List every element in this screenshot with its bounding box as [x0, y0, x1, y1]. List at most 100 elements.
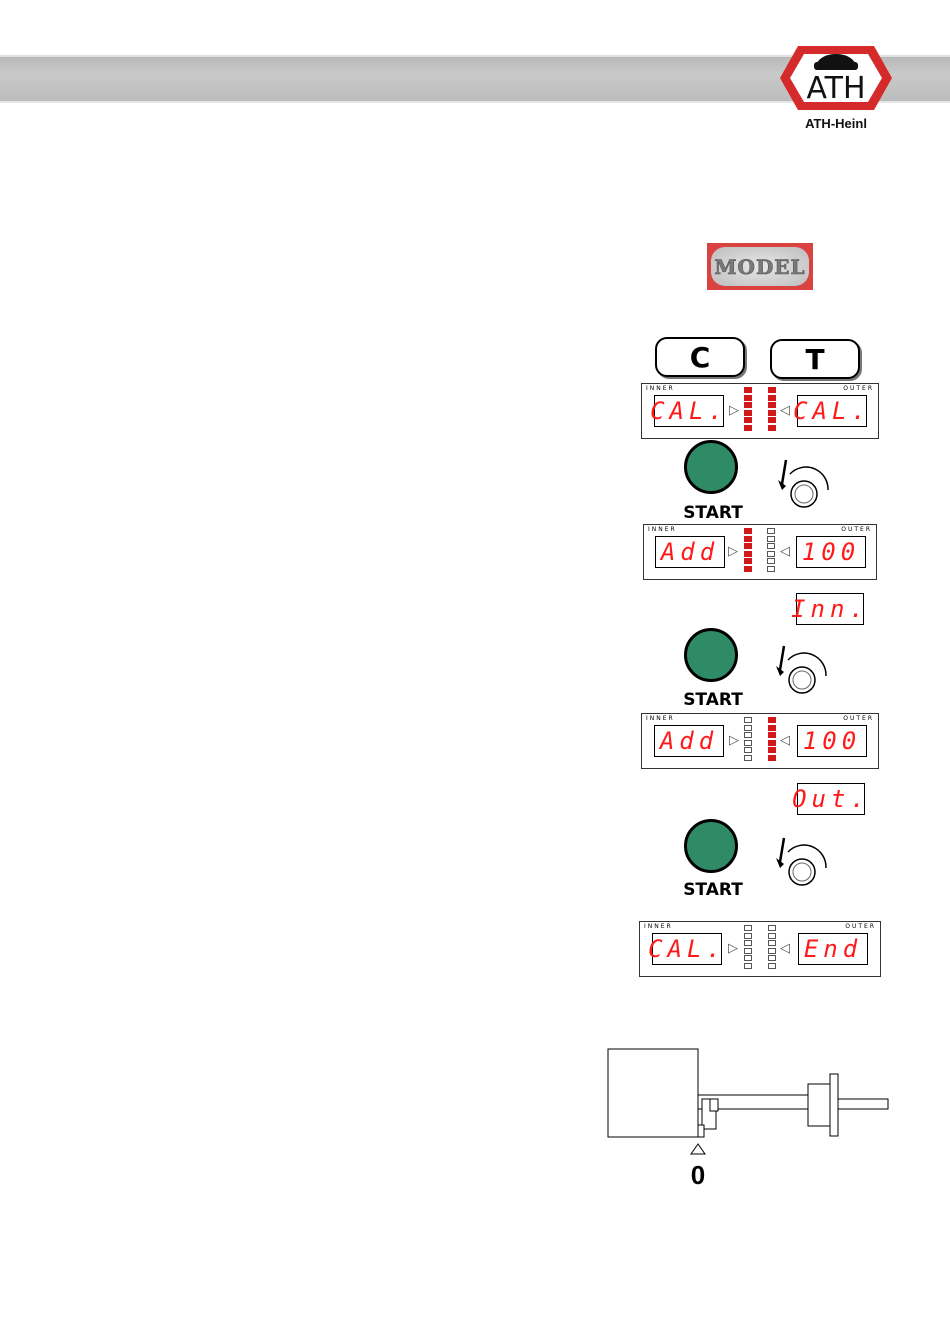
- t-key[interactable]: T: [770, 339, 860, 379]
- outer-position-display: Out.: [797, 783, 865, 815]
- outer-display: CAL.: [797, 395, 867, 427]
- led-unlit: [767, 558, 775, 564]
- outer-arrow-icon: ◁: [780, 734, 790, 747]
- inner-label: INNER: [646, 715, 675, 722]
- led-lit: [768, 717, 776, 723]
- led-unlit: [767, 566, 775, 572]
- start-label: START: [668, 503, 758, 523]
- rotate-wheel-icon: [768, 452, 832, 516]
- led-lit: [744, 395, 752, 401]
- inner-led-column: [744, 925, 752, 970]
- inner-display: CAL.: [654, 395, 724, 427]
- inner-label: INNER: [646, 385, 675, 392]
- led-lit: [768, 732, 776, 738]
- inner-label: INNER: [648, 526, 677, 533]
- led-unlit: [744, 933, 752, 939]
- led-unlit: [768, 948, 776, 954]
- display-panel: INNER OUTER Add ▷ ◁ 100: [641, 713, 879, 769]
- led-lit: [768, 747, 776, 753]
- led-lit: [744, 402, 752, 408]
- led-lit: [744, 410, 752, 416]
- led-unlit: [744, 740, 752, 746]
- outer-led-column: [767, 528, 775, 573]
- outer-label: OUTER: [843, 385, 874, 392]
- inner-led-column: [744, 528, 752, 573]
- inner-led-column: [744, 717, 752, 762]
- ath-heinl-logo: ATH ATH-Heinl: [776, 40, 896, 130]
- outer-led-column: [768, 717, 776, 762]
- c-key[interactable]: C: [655, 337, 745, 377]
- outer-arrow-icon: ◁: [780, 545, 790, 558]
- brand-name: ATH-Heinl: [776, 116, 896, 131]
- zero-position-label: 0: [686, 1160, 710, 1191]
- display-panel: INNER OUTER CAL. ▷ ◁ End: [639, 921, 881, 977]
- outer-arrow-icon: ◁: [780, 942, 790, 955]
- display-panel: INNER OUTER Add ▷ ◁ 100: [643, 524, 877, 580]
- display-panel: INNER OUTER CAL. ▷ ◁ CAL.: [641, 383, 879, 439]
- led-unlit: [744, 755, 752, 761]
- led-unlit: [744, 725, 752, 731]
- led-lit: [768, 755, 776, 761]
- led-unlit: [768, 955, 776, 961]
- inner-arrow-icon: ▷: [729, 734, 739, 747]
- led-lit: [744, 543, 752, 549]
- inner-display: Add: [654, 725, 724, 757]
- outer-display: 100: [797, 725, 867, 757]
- rotate-wheel-icon: [766, 830, 830, 894]
- model-button[interactable]: MODEL: [707, 243, 813, 290]
- outer-led-column: [768, 387, 776, 432]
- led-lit: [768, 740, 776, 746]
- start-button[interactable]: [684, 628, 738, 682]
- start-button[interactable]: [684, 819, 738, 873]
- outer-arrow-icon: ◁: [780, 404, 790, 417]
- led-unlit: [744, 940, 752, 946]
- led-unlit: [767, 551, 775, 557]
- start-button[interactable]: [684, 440, 738, 494]
- inner-led-column: [744, 387, 752, 432]
- led-lit: [768, 402, 776, 408]
- model-button-label: MODEL: [711, 247, 809, 286]
- inner-arrow-icon: ▷: [728, 545, 738, 558]
- rotate-wheel-icon: [766, 638, 830, 702]
- outer-display: 100: [796, 536, 866, 568]
- led-unlit: [744, 747, 752, 753]
- led-unlit: [768, 940, 776, 946]
- led-lit: [768, 725, 776, 731]
- led-lit: [744, 387, 752, 393]
- led-lit: [768, 417, 776, 423]
- led-unlit: [767, 528, 775, 534]
- led-lit: [744, 551, 752, 557]
- led-lit: [768, 425, 776, 431]
- start-label: START: [668, 690, 758, 710]
- svg-text:ATH: ATH: [806, 71, 865, 106]
- led-unlit: [744, 717, 752, 723]
- inner-arrow-icon: ▷: [729, 404, 739, 417]
- led-unlit: [767, 543, 775, 549]
- start-label: START: [668, 880, 758, 900]
- outer-label: OUTER: [845, 923, 876, 930]
- led-unlit: [744, 948, 752, 954]
- outer-label: OUTER: [841, 526, 872, 533]
- outer-label: OUTER: [843, 715, 874, 722]
- led-lit: [744, 566, 752, 572]
- led-unlit: [767, 536, 775, 542]
- led-lit: [744, 528, 752, 534]
- led-unlit: [744, 732, 752, 738]
- led-unlit: [768, 933, 776, 939]
- led-lit: [744, 425, 752, 431]
- led-lit: [744, 558, 752, 564]
- led-unlit: [768, 925, 776, 931]
- inner-display: CAL.: [652, 933, 722, 965]
- led-lit: [768, 395, 776, 401]
- inner-display: Add: [655, 536, 725, 568]
- led-lit: [744, 536, 752, 542]
- led-unlit: [768, 963, 776, 969]
- led-lit: [768, 387, 776, 393]
- shaft-gauge-diagram: [600, 1040, 900, 1200]
- inner-position-display: Inn.: [796, 593, 864, 625]
- led-unlit: [744, 955, 752, 961]
- led-unlit: [744, 925, 752, 931]
- led-lit: [768, 410, 776, 416]
- led-unlit: [744, 963, 752, 969]
- outer-led-column: [768, 925, 776, 970]
